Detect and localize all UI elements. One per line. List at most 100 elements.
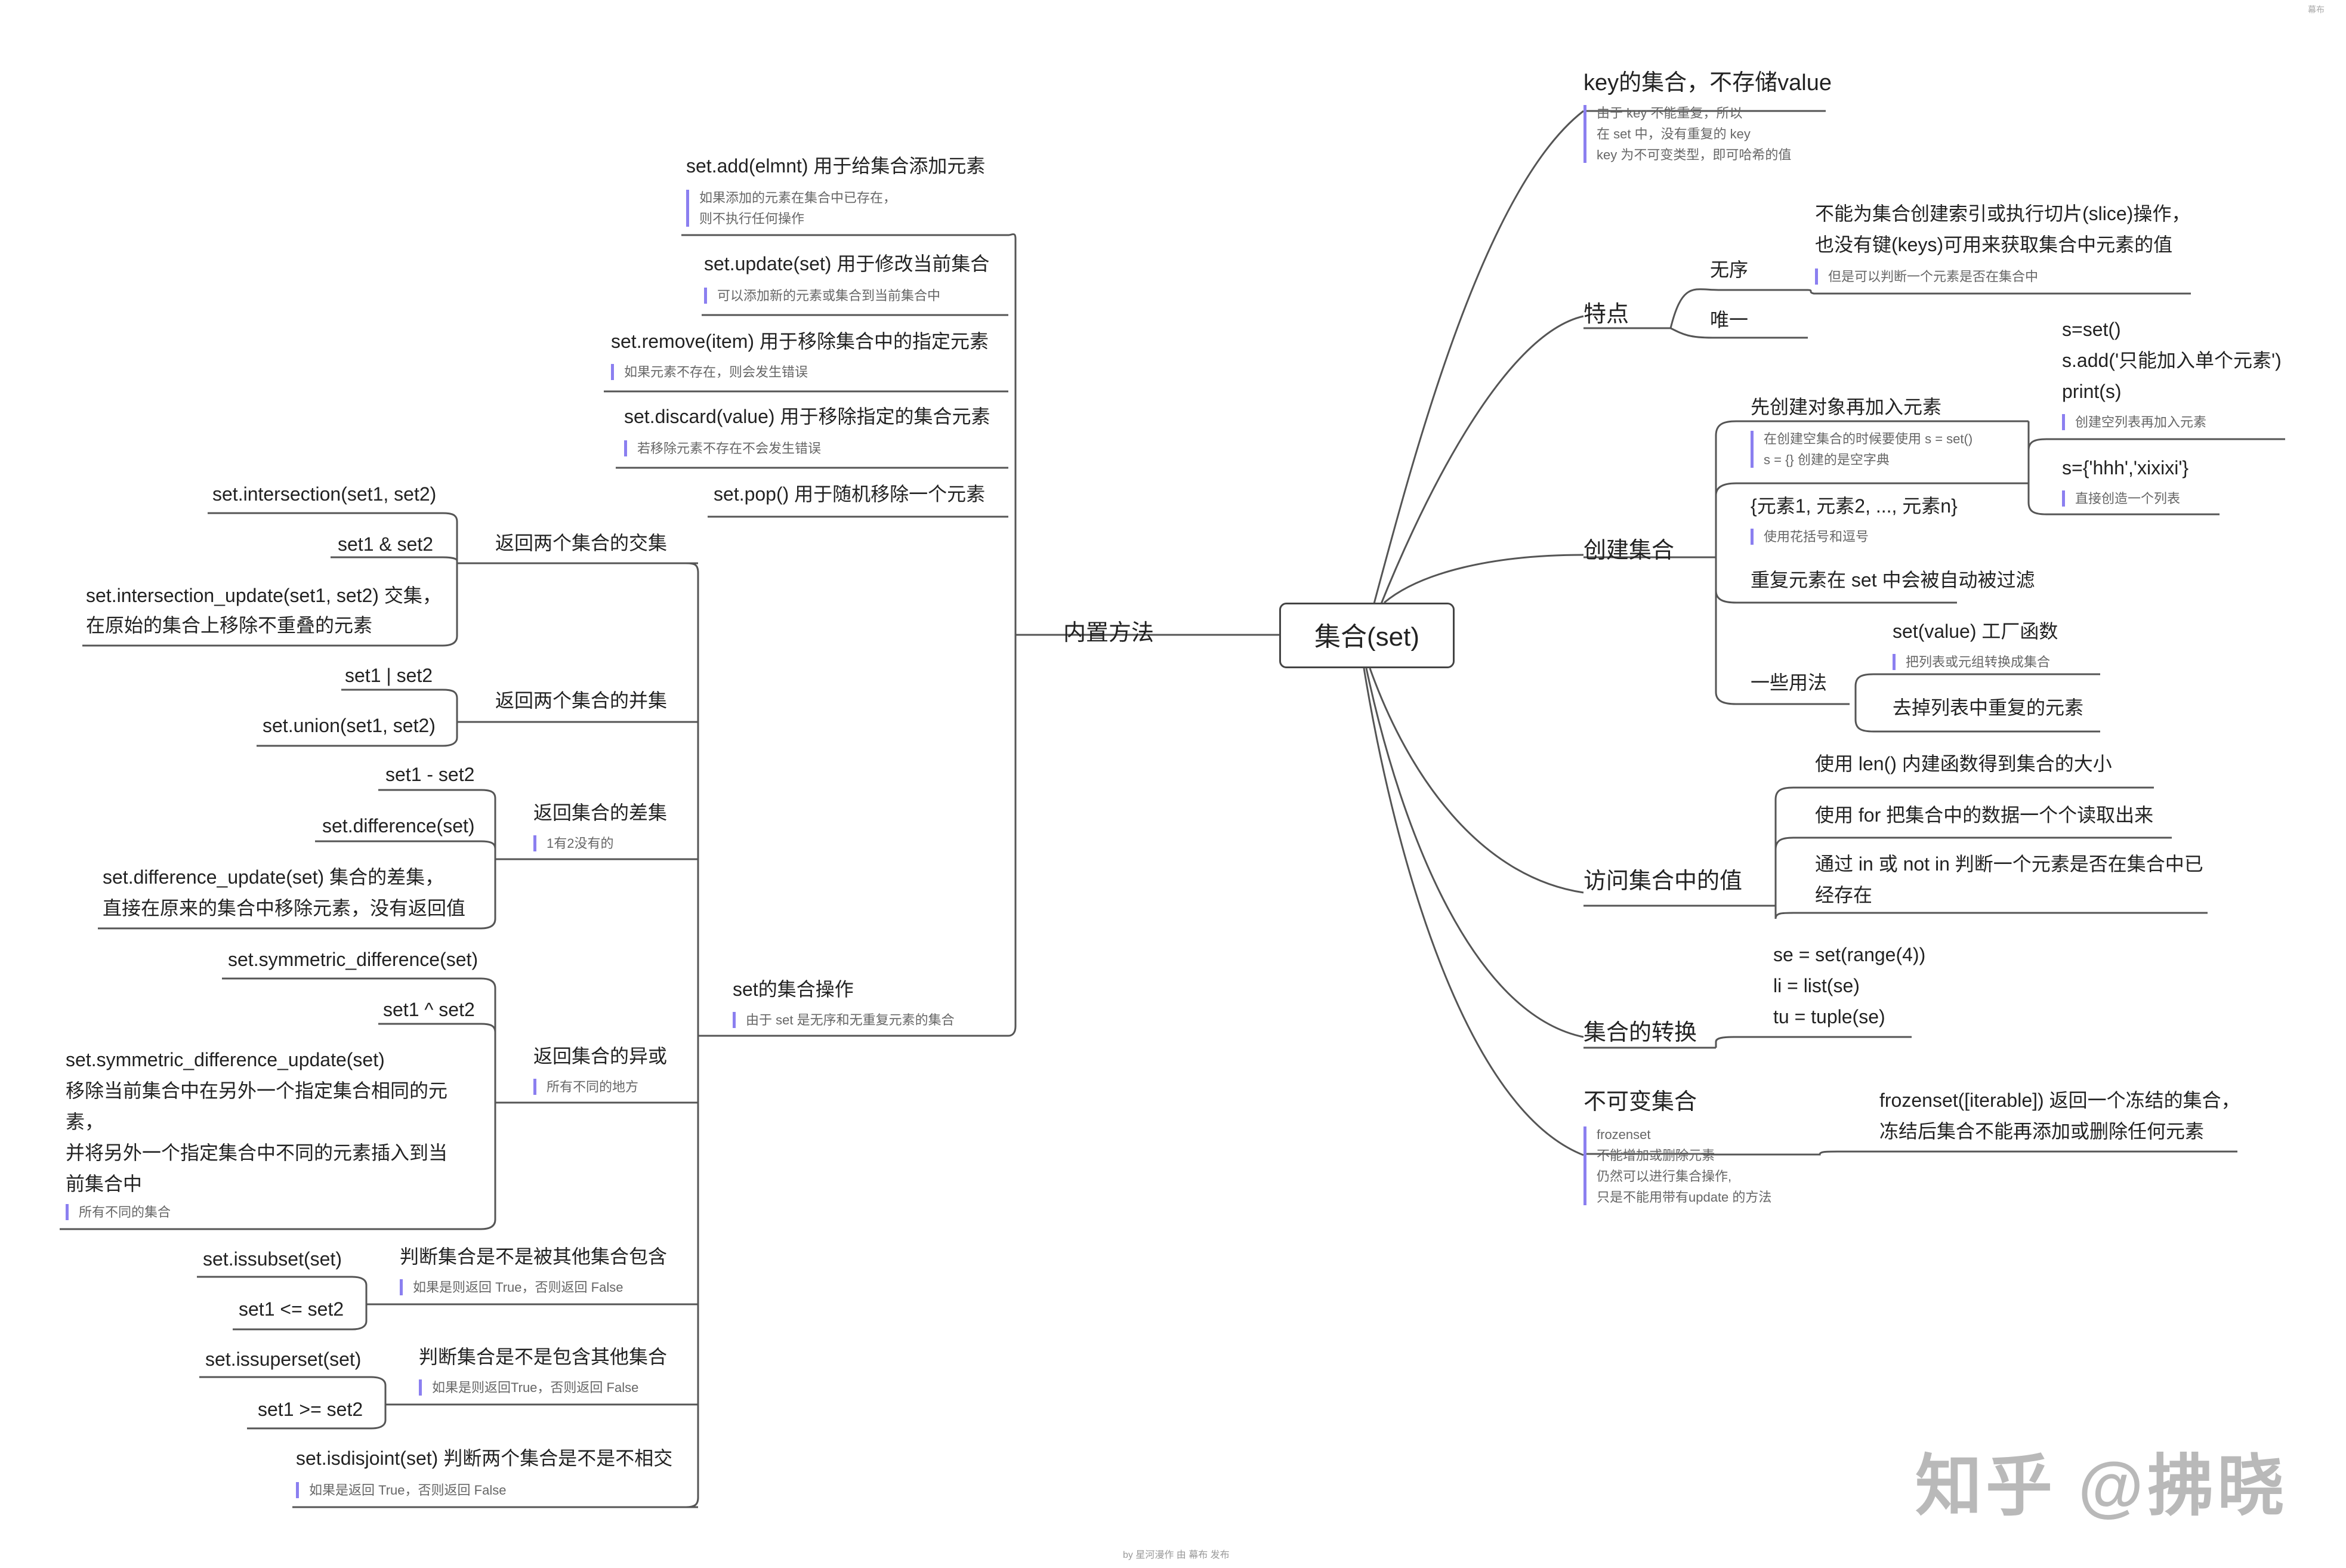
code-symdiff-update-2[interactable]: 移除当前集合中在另外一个指定集合相同的元 bbox=[66, 1080, 448, 1101]
node-ops[interactable]: set的集合操作 bbox=[733, 979, 854, 1000]
node-intersection[interactable]: 返回两个集合的交集 bbox=[495, 532, 668, 554]
note-line: 则不执行任何操作 bbox=[699, 211, 805, 226]
node-key-set[interactable]: key的集合，不存储value bbox=[1583, 70, 1832, 95]
edge-union-1 bbox=[341, 689, 458, 722]
code-difference-update-1[interactable]: set.difference_update(set) 集合的差集， bbox=[103, 866, 444, 888]
code-convert-list[interactable]: li = list(se) bbox=[1773, 975, 1860, 996]
node-unordered-detail-2[interactable]: 也没有键(keys)可用来获取集合中元素的值 bbox=[1815, 234, 2173, 255]
note-line: 只是不能用带有update 的方法 bbox=[1597, 1190, 1772, 1205]
edge-sub-2 bbox=[233, 1304, 368, 1331]
code-print[interactable]: print(s) bbox=[2062, 381, 2122, 402]
node-unordered[interactable]: 无序 bbox=[1710, 259, 1749, 280]
corner-label: 幕布 bbox=[2308, 5, 2325, 14]
node-frozen-detail-1[interactable]: frozenset([iterable]) 返回一个冻结的集合， bbox=[1879, 1089, 2240, 1111]
note-superset: 如果是则返回True，否则返回 False bbox=[419, 1377, 638, 1398]
code-xor[interactable]: set1 ^ set2 bbox=[383, 999, 475, 1020]
node-frozen[interactable]: 不可变集合 bbox=[1583, 1089, 1697, 1115]
note-key-set: 由于 key 不能重复，所以 在 set 中，没有重复的 key key 为不可… bbox=[1583, 103, 1791, 165]
node-create-first[interactable]: 先创建对象再加入元素 bbox=[1751, 396, 1942, 418]
edge-root-keyset bbox=[1365, 110, 1584, 633]
node-create-usage[interactable]: 一些用法 bbox=[1751, 672, 1828, 693]
edge-builtin-trunk bbox=[1008, 233, 1017, 635]
node-remove[interactable]: set.remove(item) 用于移除集合中的指定元素 bbox=[611, 331, 989, 352]
code-intersection[interactable]: set.intersection(set1, set2) bbox=[212, 483, 437, 505]
note-create-first: 在创建空集合的时候要使用 s = set() s = {} 创建的是空字典 bbox=[1751, 428, 1973, 470]
node-union[interactable]: 返回两个集合的并集 bbox=[495, 690, 668, 711]
node-access-in-2[interactable]: 经存在 bbox=[1815, 884, 1873, 906]
edge-access-1 bbox=[1774, 786, 2154, 906]
edge-root-access bbox=[1369, 668, 1584, 894]
code-symdiff-update-5[interactable]: 前集合中 bbox=[66, 1173, 143, 1194]
code-union[interactable]: set.union(set1, set2) bbox=[263, 715, 436, 736]
node-dedupe[interactable]: 去掉列表中重复的元素 bbox=[1893, 697, 2084, 718]
note-discard: 若移除元素不存在不会发生错误 bbox=[624, 438, 821, 459]
root-node[interactable]: 集合(set) bbox=[1279, 603, 1455, 668]
note-remove: 如果元素不存在，则会发生错误 bbox=[611, 362, 808, 382]
footer-credit: by 星河漫作 由 幕布 发布 bbox=[1123, 1550, 1230, 1560]
code-le[interactable]: set1 <= set2 bbox=[239, 1298, 344, 1320]
node-access[interactable]: 访问集合中的值 bbox=[1583, 869, 1743, 894]
node-access-for[interactable]: 使用 for 把集合中的数据一个个读取出来 bbox=[1815, 804, 2154, 826]
node-subset[interactable]: 判断集合是不是被其他集合包含 bbox=[400, 1246, 668, 1267]
node-create[interactable]: 创建集合 bbox=[1583, 538, 1675, 563]
node-access-in-1[interactable]: 通过 in 或 not in 判断一个元素是否在集合中已 bbox=[1815, 853, 2203, 875]
code-symdiff-update-4[interactable]: 并将另外一个指定集合中不同的元素插入到当 bbox=[66, 1142, 448, 1163]
note-ops: 由于 set 是无序和无重复元素的集合 bbox=[733, 1010, 955, 1030]
code-issuperset[interactable]: set.issuperset(set) bbox=[205, 1348, 362, 1370]
node-features[interactable]: 特点 bbox=[1583, 302, 1629, 327]
node-create-dup[interactable]: 重复元素在 set 中会被自动被过滤 bbox=[1751, 569, 2035, 591]
edge-sup-2 bbox=[247, 1405, 387, 1430]
edge-root-features bbox=[1369, 315, 1584, 633]
code-intersection-update-2[interactable]: 在原始的集合上移除不重叠的元素 bbox=[86, 615, 373, 636]
code-symdiff[interactable]: set.symmetric_difference(set) bbox=[228, 949, 479, 970]
edge-inter-2 bbox=[331, 556, 458, 563]
node-disjoint[interactable]: set.isdisjoint(set) 判断两个集合是不是不相交 bbox=[296, 1447, 673, 1469]
code-and[interactable]: set1 & set2 bbox=[338, 533, 434, 555]
note-update: 可以添加新的元素或集合到当前集合中 bbox=[704, 285, 940, 306]
node-unordered-detail-1[interactable]: 不能为集合创建索引或执行切片(slice)操作， bbox=[1815, 203, 2191, 224]
node-add[interactable]: set.add(elmnt) 用于给集合添加元素 bbox=[686, 155, 986, 177]
note-frozen: frozenset 不能增加或删除元素 仍然可以进行集合操作, 只是不能用带有u… bbox=[1583, 1124, 1771, 1208]
node-factory[interactable]: set(value) 工厂函数 bbox=[1893, 621, 2058, 642]
node-create-braces[interactable]: {元素1, 元素2, ..., 元素n} bbox=[1751, 495, 1958, 517]
node-builtin[interactable]: 内置方法 bbox=[1063, 621, 1155, 646]
code-or[interactable]: set1 | set2 bbox=[345, 665, 433, 686]
node-convert[interactable]: 集合的转换 bbox=[1583, 1020, 1697, 1045]
edge-access-2 bbox=[1774, 837, 2172, 906]
note-line: 如果添加的元素在集合中已存在， bbox=[699, 190, 897, 205]
note-unordered: 但是可以判断一个元素是否在集合中 bbox=[1815, 266, 2038, 287]
code-convert-set[interactable]: se = set(range(4)) bbox=[1773, 944, 1926, 965]
edge-ops-trunk-up bbox=[686, 562, 699, 1036]
node-discard[interactable]: set.discard(value) 用于移除指定的集合元素 bbox=[624, 406, 990, 427]
node-update[interactable]: set.update(set) 用于修改当前集合 bbox=[704, 253, 990, 274]
edge-sup-1 bbox=[199, 1376, 387, 1405]
node-symdiff[interactable]: 返回集合的异或 bbox=[533, 1045, 668, 1067]
edge-root-create bbox=[1384, 554, 1584, 604]
code-symdiff-update-1[interactable]: set.symmetric_difference_update(set) bbox=[66, 1049, 385, 1070]
code-set-add[interactable]: s.add('只能加入单个元素') bbox=[2062, 350, 2282, 371]
node-superset[interactable]: 判断集合是不是包含其他集合 bbox=[419, 1346, 668, 1368]
edge-create-braces bbox=[1715, 482, 2029, 557]
code-set-init[interactable]: s=set() bbox=[2062, 319, 2121, 340]
code-difference-update-2[interactable]: 直接在原来的集合中移除元素，没有返回值 bbox=[103, 897, 466, 919]
code-symdiff-update-3[interactable]: 素， bbox=[66, 1111, 104, 1132]
edge-inter-1 bbox=[208, 512, 458, 563]
code-set-literal[interactable]: s={'hhh','xixixi'} bbox=[2062, 457, 2189, 479]
note-disjoint: 如果是返回 True，否则返回 False bbox=[296, 1480, 506, 1501]
node-difference[interactable]: 返回集合的差集 bbox=[533, 802, 668, 823]
edge-sub-1 bbox=[197, 1276, 368, 1304]
code-convert-tuple[interactable]: tu = tuple(se) bbox=[1773, 1006, 1885, 1027]
code-difference[interactable]: set.difference(set) bbox=[322, 815, 475, 837]
node-unique[interactable]: 唯一 bbox=[1710, 309, 1749, 331]
code-minus[interactable]: set1 - set2 bbox=[385, 764, 475, 785]
code-issubset[interactable]: set.issubset(set) bbox=[203, 1248, 342, 1270]
node-pop[interactable]: set.pop() 用于随机移除一个元素 bbox=[714, 483, 986, 505]
node-access-len[interactable]: 使用 len() 内建函数得到集合的大小 bbox=[1815, 753, 2112, 774]
code-ge[interactable]: set1 >= set2 bbox=[258, 1399, 363, 1420]
edge-frozen-detail bbox=[1703, 1150, 2237, 1156]
note-line: 不能增加或删除元素 bbox=[1597, 1148, 1715, 1163]
node-frozen-detail-2[interactable]: 冻结后集合不能再添加或删除任何元素 bbox=[1879, 1121, 2205, 1142]
code-intersection-update-1[interactable]: set.intersection_update(set1, set2) 交集， bbox=[86, 585, 442, 606]
